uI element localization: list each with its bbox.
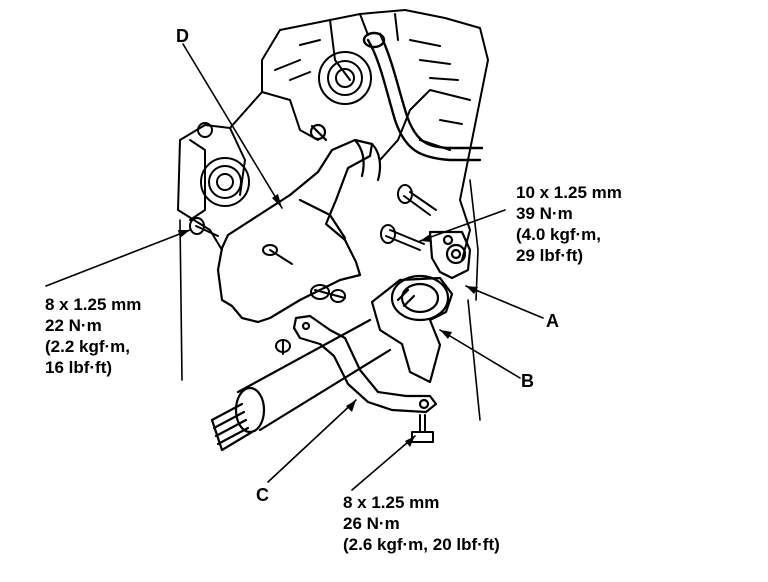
coolant-hose [362,31,484,162]
callout-b: B [521,371,534,391]
intermediate-shaft-c [210,314,438,452]
bottom-bolt [411,414,434,443]
torque-spec-left: 8 x 1.25 mm 22 N·m (2.2 kgf·m, 16 lbf·ft… [45,294,141,378]
oil-seal [189,122,250,221]
callout-a: A [546,311,559,331]
spec-line: 39 N·m [516,204,573,223]
spec-line: 16 lbf·ft) [45,358,113,377]
spec-line: 8 x 1.25 mm [45,295,142,314]
leader-lines [45,43,544,491]
spec-line: 22 N·m [45,316,102,335]
engine-block [177,9,489,261]
small-bolt [275,339,291,355]
arrowheads [178,194,478,447]
spec-line: 10 x 1.25 mm [516,183,622,202]
callout-c: C [256,485,269,505]
bearing-support-a [428,230,472,280]
spec-line: (2.2 kgf·m, [45,337,131,356]
upper-bolts [380,184,437,251]
bearing-b [370,274,454,384]
torque-spec-upper-right: 10 x 1.25 mm 39 N·m (4.0 kgf·m, 29 lbf·f… [516,182,622,266]
spec-line: 8 x 1.25 mm [343,493,440,512]
left-bolt [189,217,219,237]
spec-line: (2.6 kgf·m, 20 lbf·ft) [343,535,500,554]
bracket-d [216,123,382,324]
spec-line: 29 lbf·ft) [516,246,584,265]
block-edges [179,179,481,421]
callout-d: D [176,26,189,46]
bracket-bolts [262,244,346,303]
spec-line: 26 N·m [343,514,400,533]
filler-cap [318,51,372,105]
torque-spec-bottom: 8 x 1.25 mm 26 N·m (2.6 kgf·m, 20 lbf·ft… [343,492,500,555]
spec-line: (4.0 kgf·m, [516,225,602,244]
